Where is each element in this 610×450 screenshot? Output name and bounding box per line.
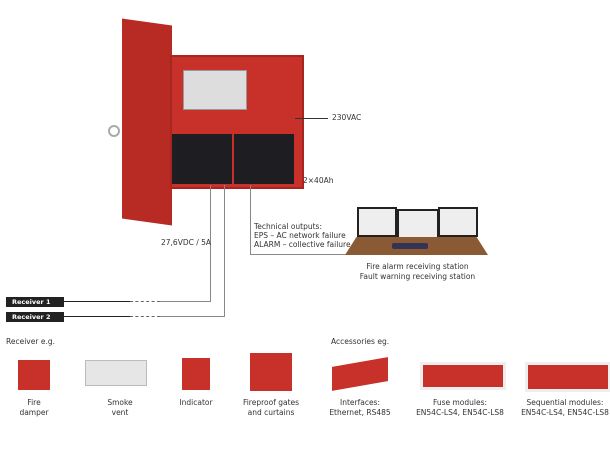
fire-damper-image bbox=[18, 360, 50, 390]
sequential-module-image bbox=[525, 362, 610, 392]
smoke-vent-image bbox=[85, 360, 147, 386]
technical-output-alarm: ALARM – collective failure bbox=[254, 240, 351, 249]
cabinet-door bbox=[122, 18, 172, 226]
station-label-fire: Fire alarm receiving station bbox=[366, 262, 469, 271]
technical-outputs-title: Technical outputs: bbox=[254, 222, 322, 231]
monitor-center bbox=[397, 209, 439, 239]
accessory-sequential-modules: Sequential modules:EN54C-LS4, EN54C-LS8 bbox=[521, 398, 609, 417]
mains-label: 230VAC bbox=[332, 113, 362, 122]
receiver-2-label: Receiver 2 bbox=[6, 312, 64, 322]
receiver-section-title: Receiver e.g. bbox=[6, 337, 55, 346]
interface-module-image bbox=[332, 357, 388, 391]
accessories-section-title: Accessories eg. bbox=[331, 337, 390, 346]
receiver-1-label: Receiver 1 bbox=[6, 297, 64, 307]
accessory-interfaces: Interfaces:Ethernet, RS485 bbox=[329, 398, 391, 417]
fireproof-gates-image bbox=[250, 353, 292, 391]
key-icon bbox=[108, 125, 120, 137]
fuse-module-image bbox=[420, 362, 506, 390]
monitor-right bbox=[438, 207, 478, 237]
accessory-fuse-modules: Fuse modules:EN54C-LS4, EN54C-LS8 bbox=[416, 398, 504, 417]
battery-2 bbox=[234, 134, 294, 184]
keyboard-icon bbox=[392, 243, 428, 249]
station-label-fault: Fault warning receiving station bbox=[359, 272, 476, 281]
battery-label: 2×40Ah bbox=[303, 176, 334, 185]
output-label: 27,6VDC / 5A bbox=[161, 238, 212, 247]
psu-module bbox=[183, 70, 247, 110]
receiver-indicator: Indicator bbox=[179, 398, 213, 407]
battery-1 bbox=[172, 134, 232, 184]
indicator-image bbox=[182, 358, 210, 390]
technical-output-eps: EPS – AC network failure bbox=[254, 231, 346, 240]
monitor-left bbox=[357, 207, 397, 237]
